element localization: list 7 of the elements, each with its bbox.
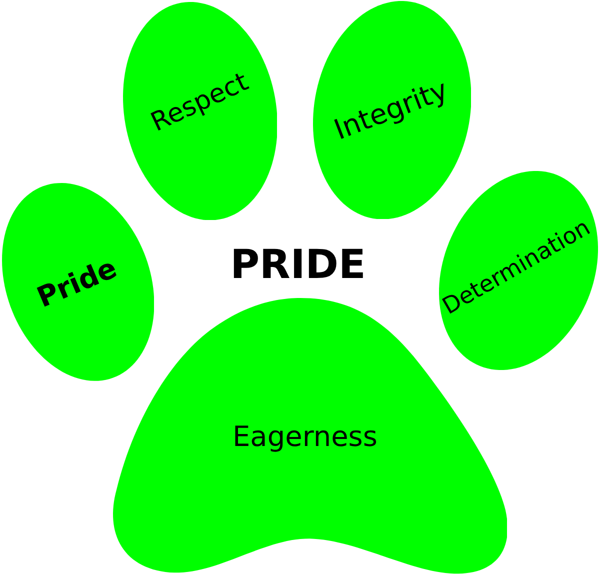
toe-pad [439, 171, 598, 370]
title: PRIDE [230, 241, 366, 289]
pad-label: Eagerness [232, 420, 378, 454]
toe-pad [122, 2, 278, 220]
toe-pad [312, 0, 472, 220]
pad-label: Pride [32, 251, 122, 315]
toe-pad [2, 183, 154, 381]
